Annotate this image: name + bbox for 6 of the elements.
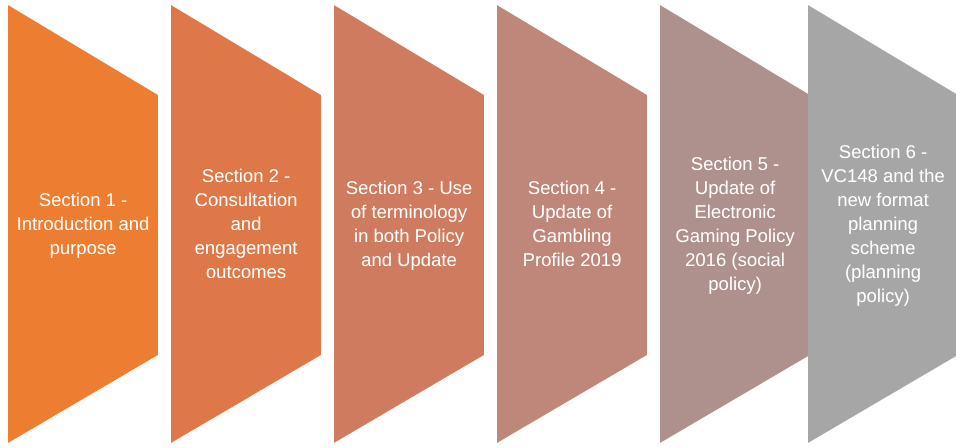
step-label: Section 2 - Consultation and engagement outcomes xyxy=(194,164,298,284)
step-label: Section 3 - Use of terminology in both Policy and Update xyxy=(344,176,474,272)
step-label: Section 6 - VC148 and the new format planning scheme (planning policy) xyxy=(820,140,946,308)
step-label: Section 4 - Update of Gambling Profile 2019 xyxy=(522,176,622,272)
step-label: Section 5 - Update of Electronic Gaming Policy 2016 (social policy) xyxy=(674,152,796,296)
step-label: Section 1 - Introduction and purpose xyxy=(16,188,150,260)
